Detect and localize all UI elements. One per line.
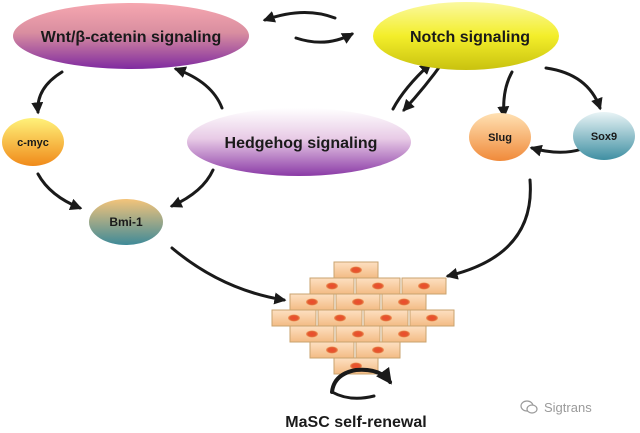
node-slug: Slug: [469, 113, 531, 161]
arrow-notch-to-sox9: [544, 66, 603, 111]
arrow-wnt-to-cmyc: [31, 70, 64, 115]
arrow-hedgehog-to-bmi1: [169, 168, 215, 208]
outcome-label: MaSC self-renewal: [285, 414, 426, 431]
arrow-slug-to-cells: [445, 178, 532, 280]
arrow-wnt-to-notch: [294, 32, 355, 44]
node-cmyc: c-myc: [2, 118, 64, 166]
notch-label: Notch signaling: [410, 29, 530, 46]
hedgehog-label: Hedgehog signaling: [225, 135, 378, 152]
cell-nucleus: [352, 330, 364, 338]
node-sox9: Sox9: [573, 112, 635, 160]
cell-nucleus: [306, 330, 318, 338]
node-hedgehog: Hedgehog signaling: [187, 108, 411, 176]
wechat-icon: [520, 400, 538, 414]
arrow-sox9-to-slug: [529, 144, 584, 157]
slug-label: Slug: [488, 132, 512, 144]
cell-nucleus: [380, 314, 392, 322]
sox9-label: Sox9: [591, 131, 617, 143]
cell-nucleus: [326, 346, 338, 354]
arrow-hedgehog-to-wnt: [173, 66, 224, 110]
cmyc-label: c-myc: [17, 137, 49, 149]
node-wnt: Wnt/β-catenin signaling: [13, 3, 249, 69]
cell-nucleus: [418, 282, 430, 290]
cell-nucleus: [326, 282, 338, 290]
arrow-hedgehog-to-notch: [391, 62, 432, 111]
arrow-cmyc-to-bmi1: [36, 172, 83, 211]
watermark: Sigtrans: [520, 397, 632, 417]
cell-nucleus: [398, 298, 410, 306]
arrows: [31, 10, 603, 305]
cell-nucleus: [288, 314, 300, 322]
cell-nucleus: [306, 298, 318, 306]
cell-nucleus: [352, 298, 364, 306]
bmi1-label: Bmi-1: [109, 215, 143, 229]
cell-nucleus: [372, 346, 384, 354]
cell-nucleus: [350, 266, 362, 274]
cell-nucleus: [350, 362, 362, 370]
node-bmi1: Bmi-1: [89, 199, 163, 245]
node-notch: Notch signaling: [373, 2, 559, 70]
arrow-notch-to-slug: [497, 70, 514, 119]
cell-nucleus: [426, 314, 438, 322]
watermark-text: Sigtrans: [544, 399, 592, 415]
cell-nucleus: [398, 330, 410, 338]
cell-nucleus: [372, 282, 384, 290]
wnt-label: Wnt/β-catenin signaling: [41, 29, 221, 46]
arrow-bmi1-to-cells: [170, 246, 287, 305]
arrow-notch-to-wnt: [262, 10, 337, 23]
self-renewal-cycle-icon: [330, 366, 392, 400]
cell-cluster: [271, 261, 455, 375]
cell-nucleus: [334, 314, 346, 322]
